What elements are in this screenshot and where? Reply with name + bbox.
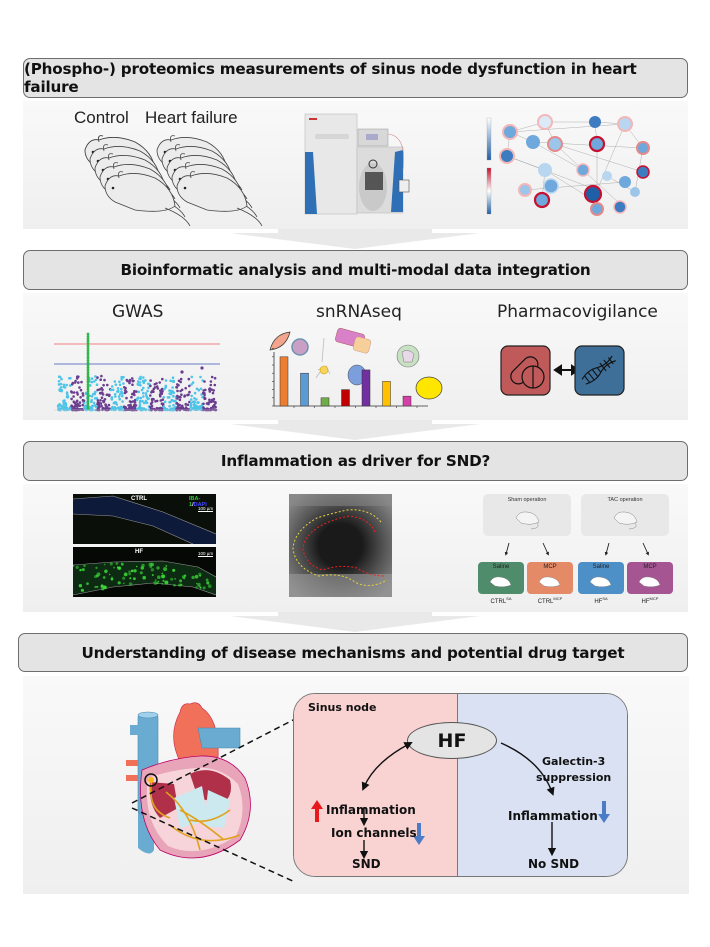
treatment-label: MCP [643,564,657,570]
section-title: Understanding of disease mechanisms and … [81,643,625,662]
allocation-arrows [504,542,649,556]
outline-endocardium [302,515,386,577]
heart-anatomy-illustration [126,702,251,859]
label-galectin3: Galectin-3 suppression [536,755,612,784]
snrnaseq-bar-chart [269,328,443,408]
gwas-manhattan-plot [54,332,220,412]
section-header-bioinformatics: Bioinformatic analysis and multi-modal d… [23,250,688,290]
colorbar-phospho [486,167,492,215]
section-title: Bioinformatic analysis and multi-modal d… [120,261,591,279]
mouse-icon [489,576,512,587]
section-header-inflammation: Inflammation as driver for SND? [23,441,688,481]
network-nodes [499,114,650,216]
flow-arrow-1 [230,229,480,249]
treatment-arm-3: Saline [578,562,624,594]
snrnaseq-bar [279,356,289,407]
up-arrow-icon [311,800,323,822]
group-label: HFMCP [641,596,659,605]
section-header-mechanisms: Understanding of disease mechanisms and … [18,633,688,672]
treatment-label: Saline [592,564,610,570]
section-header-proteomics: (Phospho-) proteomics measurements of si… [23,58,688,98]
blue-region [458,694,627,876]
mouse-icon [538,576,561,587]
label-pharmacovigilance: Pharmacovigilance [497,302,658,322]
mouse-icon [638,576,661,587]
label-sinus-node: Sinus node [308,701,377,714]
step-inflammation-up: Inflammation [326,803,416,817]
pharmacovigilance-diagram [500,345,625,396]
label-control: Control [74,108,129,127]
group-label: HFSA [594,596,608,605]
treatment-arm-1: Saline [478,562,524,594]
mouse-icon [613,511,638,530]
stain-label: IBA-1/DAPI [189,496,207,508]
scale-bar-ctrl: 100 µm [198,506,214,512]
flow-arrow-3 [230,612,480,632]
snrnaseq-bar [341,389,350,407]
cell-icon-cardiomyocyte [269,331,291,351]
group-sham: Sham operation [483,494,571,536]
mechanism-box [293,693,628,877]
snrnaseq-bar [382,381,391,407]
colorbar-protein [486,117,492,161]
scale-bar-hf: 100 µm [198,551,214,557]
protein-network-graph [486,114,650,216]
outline-epicardium [292,509,388,586]
echocardiography-image [289,494,392,597]
snrnaseq-bar [300,372,309,407]
step-snd: SND [352,857,381,871]
snrnaseq-bar [402,395,412,407]
group-label: CTRLMCP [537,596,563,605]
step-inflammation-down: Inflammation [508,809,598,823]
label-heart-failure: Heart failure [145,108,238,127]
snrnaseq-bar [320,397,330,407]
treatment-label: Saline [492,564,510,570]
microscopy-ctrl: CTRL IBA-1/DAPI 100 µm [73,494,216,544]
step-no-snd: No SND [528,857,580,871]
microscopy-label-hf: HF [135,549,143,555]
study-design: Sham operation TAC operation Saline CTRL… [478,494,678,606]
microscopy-label-ctrl: CTRL [131,496,147,502]
down-arrow-icon [598,801,610,823]
group-label: CTRLSA [490,596,512,605]
section-title: (Phospho-) proteomics measurements of si… [24,60,637,96]
snrnaseq-bar [361,369,371,407]
group-tac: TAC operation [581,494,669,536]
treatment-arm-2: MCP [527,562,573,594]
section-title: Inflammation as driver for SND? [220,452,491,470]
down-arrow-icon [413,823,425,845]
treatment-arm-4: MCP [627,562,673,594]
cell-icon-round [291,338,309,356]
mass-spectrometer-icon [304,113,410,215]
flow-arrow-2 [230,420,480,440]
sinus-node-marker [144,773,158,787]
cell-icon-yellow [415,376,443,400]
mice-illustration [84,135,263,227]
step-ion-channels: Ion channels [331,826,417,840]
label-gwas: GWAS [112,302,164,322]
microscopy-hf: HF 100 µm [73,547,216,597]
mouse-icon [515,511,540,530]
hf-node: HF [407,722,497,759]
treatment-label: MCP [543,564,557,570]
label-snrnaseq: snRNAseq [316,302,402,322]
mouse-icon [589,576,612,587]
